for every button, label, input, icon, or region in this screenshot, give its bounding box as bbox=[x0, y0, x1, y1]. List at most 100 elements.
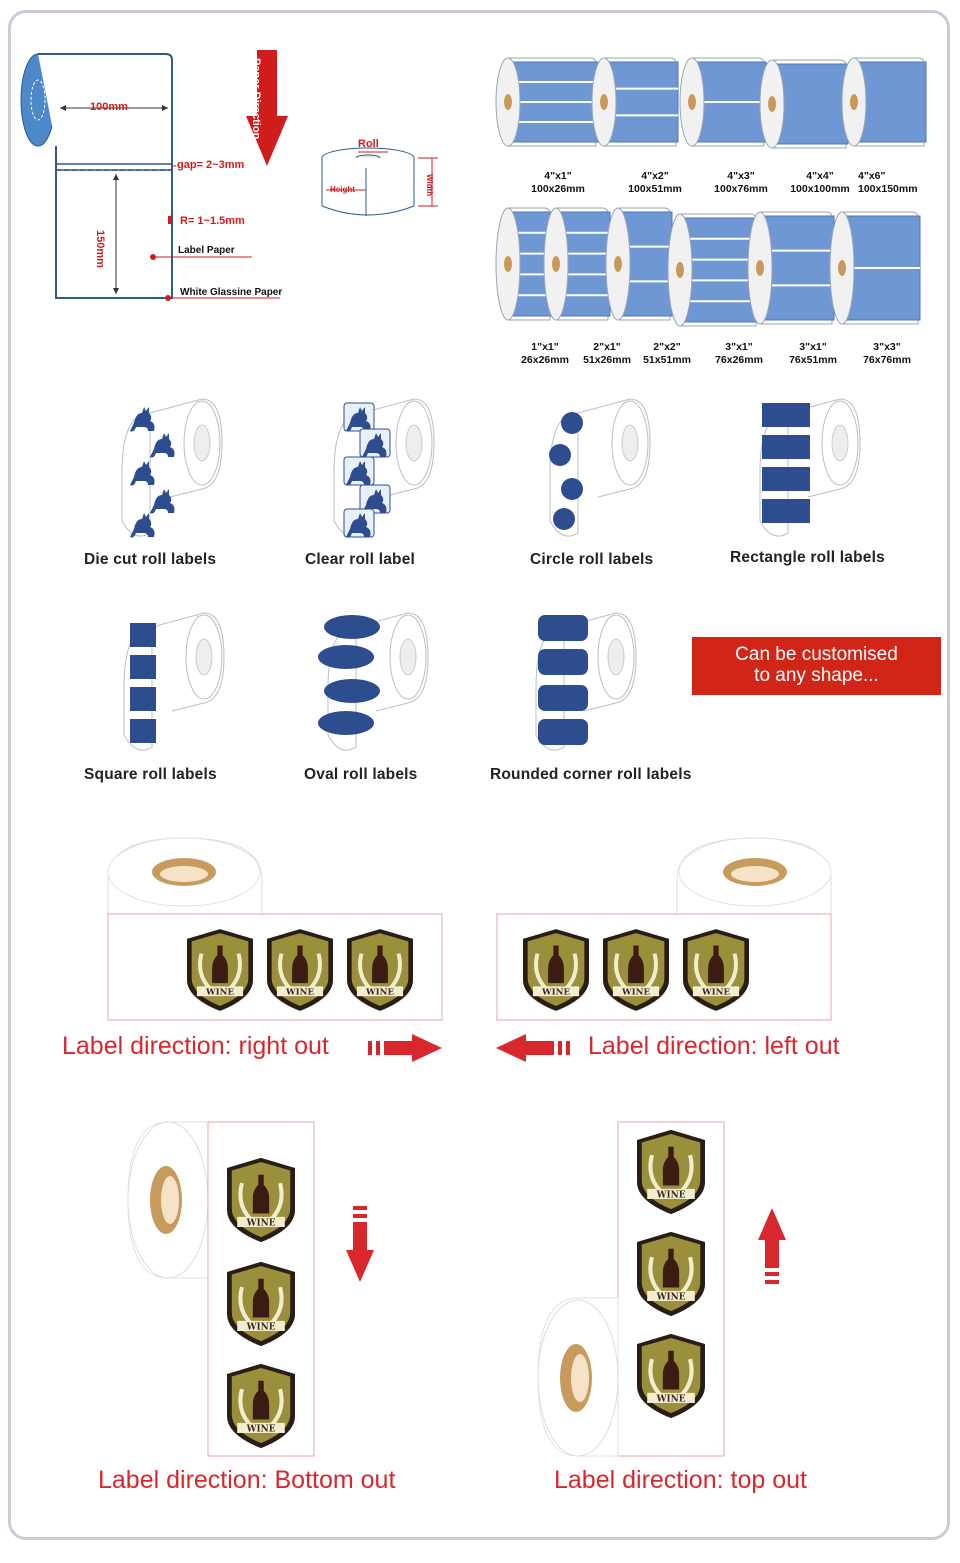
ribbon-icon bbox=[532, 986, 580, 997]
badge-text: WINE bbox=[656, 1190, 686, 1200]
wine-badge: WINE bbox=[637, 1231, 705, 1317]
size-caption: 4"x6"100x150mm bbox=[858, 170, 918, 195]
wine-badge: WINE bbox=[227, 1261, 295, 1347]
roll-core-icon bbox=[195, 638, 213, 676]
rectangle-label bbox=[762, 403, 810, 427]
laurel-icon bbox=[270, 1182, 284, 1220]
size-caption: 3"x1"76x51mm bbox=[789, 341, 837, 366]
cat-icon bbox=[362, 433, 387, 458]
direction-top-label: Label direction: top out bbox=[554, 1466, 807, 1494]
rounded-roll-illustration bbox=[518, 607, 658, 757]
ribbon-icon bbox=[647, 1392, 695, 1403]
badge-text: WINE bbox=[365, 988, 394, 998]
laurel-icon bbox=[238, 1388, 252, 1426]
ribbon-icon bbox=[356, 986, 404, 997]
circle-label bbox=[561, 412, 583, 434]
label-type-oval: Oval roll labels bbox=[304, 766, 418, 783]
size-caption: 3"x3"76x76mm bbox=[863, 341, 911, 366]
size-roll bbox=[679, 57, 767, 147]
cat-icon bbox=[150, 433, 175, 458]
label-type-rectangle: Rectangle roll labels bbox=[730, 549, 885, 566]
wine-badge: WINE bbox=[683, 929, 749, 1011]
cat-icon bbox=[150, 489, 175, 514]
size-roll bbox=[759, 59, 849, 149]
ribbon-icon bbox=[647, 1188, 695, 1199]
clear-roll-illustration bbox=[322, 393, 442, 543]
size-caption: 4"x1"100x26mm bbox=[531, 170, 585, 195]
glassine-label: White Glassine Paper bbox=[180, 287, 283, 298]
wine-badge: WINE bbox=[603, 929, 669, 1011]
paper-direction-arrow bbox=[246, 50, 288, 168]
left-out-roll: WINE WINE WINE bbox=[490, 830, 835, 1030]
laurel-icon bbox=[565, 953, 578, 990]
wine-badge: WINE bbox=[637, 1129, 705, 1215]
ribbon-icon bbox=[237, 1320, 285, 1331]
size-roll bbox=[543, 207, 611, 321]
rounded-label bbox=[538, 615, 588, 641]
circle-label bbox=[549, 444, 571, 466]
die-cut-roll-illustration bbox=[110, 393, 230, 543]
wine-badge: WINE bbox=[227, 1157, 295, 1243]
rounded-label bbox=[538, 719, 588, 745]
roll-core-icon bbox=[399, 638, 417, 676]
roll-core-icon bbox=[405, 424, 423, 462]
left-arrow-icon bbox=[494, 1034, 570, 1062]
cat-icon bbox=[346, 513, 371, 538]
bottle-icon bbox=[372, 945, 388, 984]
laurel-icon bbox=[358, 953, 371, 990]
size-caption: 4"x3"100x76mm bbox=[714, 170, 768, 195]
roll-core-icon bbox=[831, 424, 849, 462]
size-caption: 4"x2"100x51mm bbox=[628, 170, 682, 195]
laurel-icon bbox=[725, 953, 738, 990]
ribbon-icon bbox=[647, 1290, 695, 1301]
laurel-icon bbox=[680, 1154, 694, 1192]
laurel-icon bbox=[680, 1358, 694, 1396]
size-caption: 3"x1"76x26mm bbox=[715, 341, 763, 366]
direction-right-label: Label direction: right out bbox=[62, 1032, 329, 1060]
square-label bbox=[130, 623, 156, 647]
laurel-icon bbox=[534, 953, 547, 990]
roll-core-icon bbox=[621, 424, 639, 462]
square-label bbox=[130, 719, 156, 743]
size-rolls-row-2 bbox=[490, 200, 930, 330]
wine-badge: WINE bbox=[347, 929, 413, 1011]
custom-note-line-1: Can be customised bbox=[735, 644, 898, 665]
size-caption: 1"x1"26x26mm bbox=[521, 341, 569, 366]
badge-text: WINE bbox=[701, 988, 730, 998]
oval-label bbox=[318, 711, 374, 735]
roll-spec-diagram bbox=[16, 50, 306, 310]
roll-core-icon bbox=[193, 424, 211, 462]
laurel-icon bbox=[648, 1256, 662, 1294]
oval-label bbox=[318, 645, 374, 669]
size-roll bbox=[667, 213, 759, 327]
custom-note-line-2: to any shape... bbox=[754, 665, 879, 686]
ribbon-icon bbox=[612, 986, 660, 997]
up-arrow-icon bbox=[758, 1206, 786, 1284]
label-type-die-cut: Die cut roll labels bbox=[84, 551, 217, 568]
cat-icon bbox=[362, 489, 387, 514]
laurel-icon bbox=[198, 953, 211, 990]
badge-text: WINE bbox=[541, 988, 570, 998]
size-roll bbox=[591, 57, 679, 147]
roll-core-icon bbox=[607, 638, 625, 676]
size-roll bbox=[747, 211, 835, 325]
size-roll bbox=[605, 207, 673, 321]
size-roll bbox=[841, 57, 927, 147]
paper-direction-label: Paper Direction bbox=[250, 58, 262, 140]
ribbon-icon bbox=[692, 986, 740, 997]
size-roll bbox=[829, 211, 921, 325]
size-rolls-row-1 bbox=[490, 48, 930, 149]
cat-icon bbox=[130, 513, 155, 538]
label-type-square: Square roll labels bbox=[84, 766, 217, 783]
badge-text: WINE bbox=[246, 1218, 276, 1228]
badge-text: WINE bbox=[621, 988, 650, 998]
ribbon-icon bbox=[237, 1422, 285, 1433]
laurel-icon bbox=[614, 953, 627, 990]
label-paper-label: Label Paper bbox=[178, 245, 235, 256]
bottle-icon bbox=[708, 945, 724, 984]
laurel-icon bbox=[238, 1286, 252, 1324]
rectangle-label bbox=[762, 435, 810, 459]
bottle-icon bbox=[662, 1248, 680, 1288]
